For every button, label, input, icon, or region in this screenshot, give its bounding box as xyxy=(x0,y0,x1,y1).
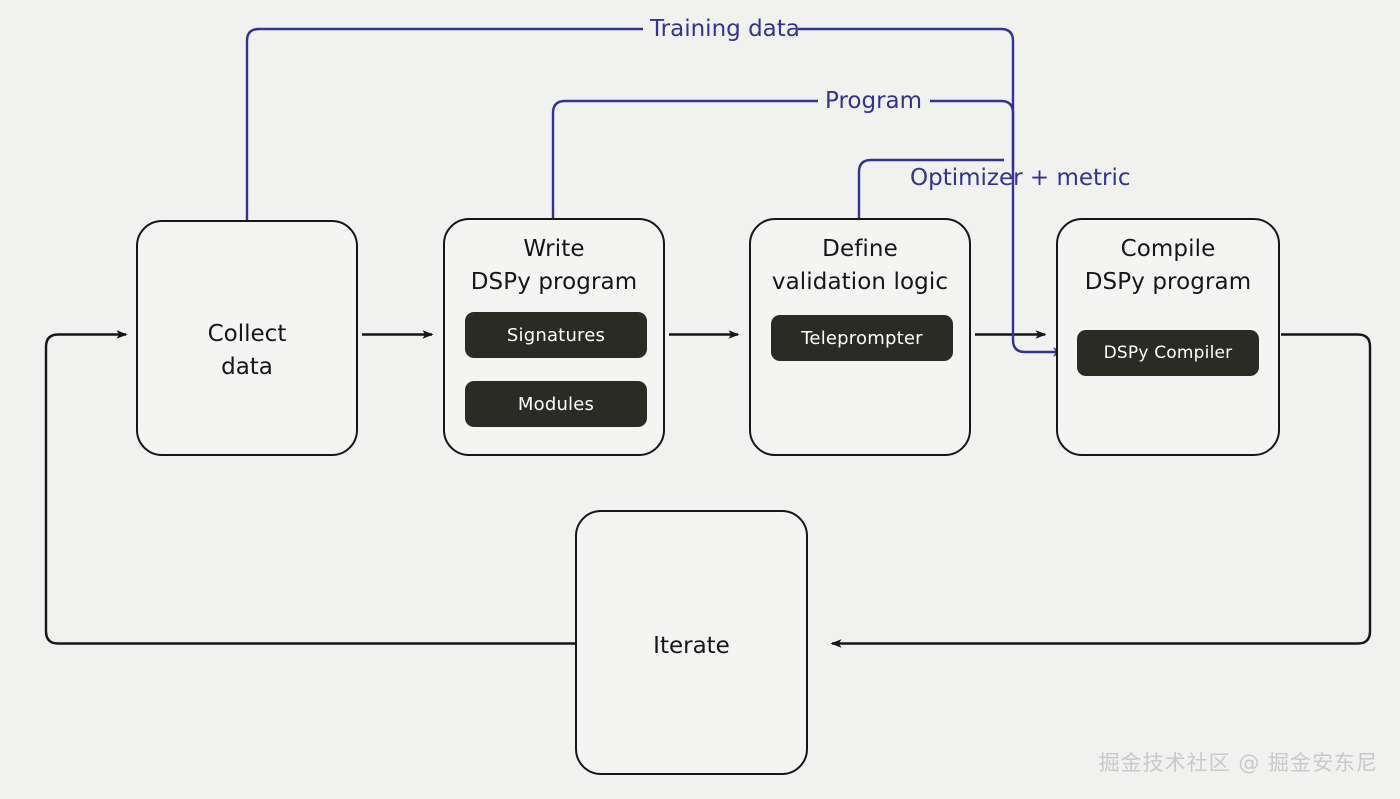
node-write-dspy-program[interactable]: Write DSPy program Signatures Modules xyxy=(443,218,665,456)
program-path-left xyxy=(551,99,818,218)
pill-dspy-compiler[interactable]: DSPy Compiler xyxy=(1077,330,1259,376)
node-collect-data-title: Collect data xyxy=(207,321,287,380)
pill-dspy-compiler-label: DSPy Compiler xyxy=(1103,343,1233,363)
node-define-validation-logic[interactable]: Define validation logic Teleprompter xyxy=(749,218,971,456)
node-iterate-title: Iterate xyxy=(653,633,730,659)
pill-modules-label: Modules xyxy=(517,393,595,415)
edge-label-optimizer-metric: Optimizer + metric xyxy=(910,165,1131,191)
node-iterate[interactable]: Iterate xyxy=(575,510,808,775)
program-path-right xyxy=(930,99,1015,170)
edge-label-program: Program xyxy=(825,88,923,114)
pill-teleprompter[interactable]: Teleprompter xyxy=(771,315,953,361)
edge-label-training-data: Training data xyxy=(650,16,800,42)
program-edge xyxy=(551,99,1015,218)
node-compile-dspy-program-title: Compile DSPy program xyxy=(1084,236,1252,295)
node-collect-data[interactable]: Collect data xyxy=(136,220,358,456)
node-define-validation-logic-title: Define validation logic xyxy=(771,236,949,295)
pill-modules[interactable]: Modules xyxy=(465,381,647,427)
pill-signatures[interactable]: Signatures xyxy=(465,312,647,358)
watermark-text: 掘金技术社区 @ 掘金安东尼 xyxy=(1098,751,1378,775)
pill-signatures-label: Signatures xyxy=(506,324,606,346)
node-compile-dspy-program[interactable]: Compile DSPy program DSPy Compiler xyxy=(1056,218,1280,456)
pill-teleprompter-label: Teleprompter xyxy=(801,327,923,349)
training-data-path-left xyxy=(245,27,643,220)
node-write-dspy-program-title: Write DSPy program xyxy=(470,236,638,295)
